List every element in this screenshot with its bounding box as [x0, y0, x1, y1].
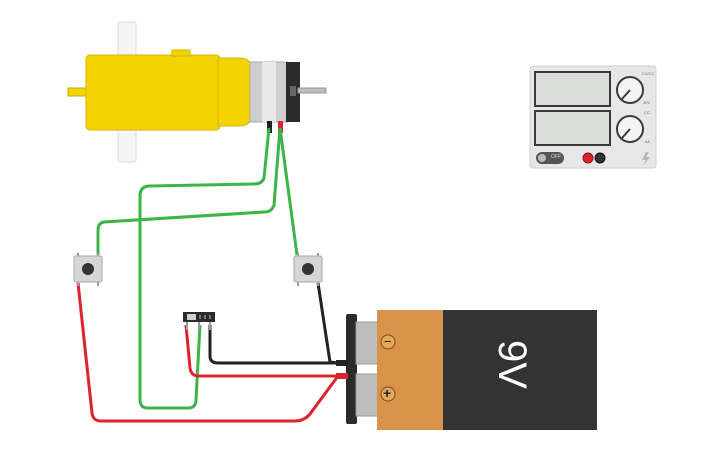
current-knob[interactable] — [616, 115, 644, 143]
wire-motor-to-switch[interactable] — [138, 127, 271, 410]
wire-switch-to-battery-positive[interactable] — [184, 324, 338, 378]
battery-body — [443, 310, 597, 430]
motor-terminal-red[interactable] — [278, 121, 283, 133]
push-button-left-cap[interactable] — [82, 263, 94, 275]
voltage-knob[interactable] — [616, 76, 644, 104]
battery-positive-marker — [380, 386, 396, 402]
power-bolt-icon — [642, 152, 650, 166]
slide-switch[interactable] — [183, 312, 215, 330]
battery-snap-lead-pos[interactable] — [336, 373, 348, 379]
battery-negative-symbol: − — [384, 334, 392, 349]
power-switch-knob — [538, 154, 546, 162]
push-button-left[interactable] — [73, 253, 103, 286]
dc-gear-motor[interactable] — [67, 21, 327, 163]
slide-switch-handle[interactable] — [187, 314, 196, 320]
motor-shaft-collar — [290, 86, 296, 96]
motor-terminal-black[interactable] — [267, 121, 272, 133]
wire-motor-to-button1[interactable] — [96, 127, 282, 255]
wire-switch-to-battery-negative[interactable] — [208, 325, 338, 365]
knob-label-current: 5A — [645, 139, 650, 144]
battery-snap-clip — [346, 314, 357, 424]
knob-label-cvcc: CV/CC — [642, 71, 655, 76]
battery-band — [377, 310, 445, 430]
power-switch-label: OFF — [551, 154, 561, 160]
supply-terminal-black[interactable] — [594, 152, 606, 164]
knob-label-voltage: 30V — [643, 100, 651, 105]
motor-right-shaft — [297, 87, 327, 94]
wire-motor-to-button2[interactable] — [278, 127, 299, 256]
motor-can-shade — [262, 62, 276, 122]
push-button-right-cap[interactable] — [302, 263, 314, 275]
battery-snap-lead-neg[interactable] — [336, 360, 348, 366]
battery-voltage-label: 9V — [490, 340, 534, 389]
wire-button1-to-battery-positive[interactable] — [76, 282, 340, 423]
knob-label-cc: CC — [644, 110, 650, 115]
voltage-display — [534, 71, 611, 107]
motor-gearbox-nub — [171, 49, 191, 57]
power-supply[interactable] — [529, 65, 657, 169]
push-button-right[interactable] — [293, 253, 323, 286]
current-display — [534, 110, 611, 146]
battery-negative-marker — [380, 334, 396, 350]
battery-positive-symbol: + — [383, 385, 392, 401]
battery-9v[interactable] — [336, 310, 597, 430]
supply-terminal-red[interactable] — [582, 152, 594, 164]
